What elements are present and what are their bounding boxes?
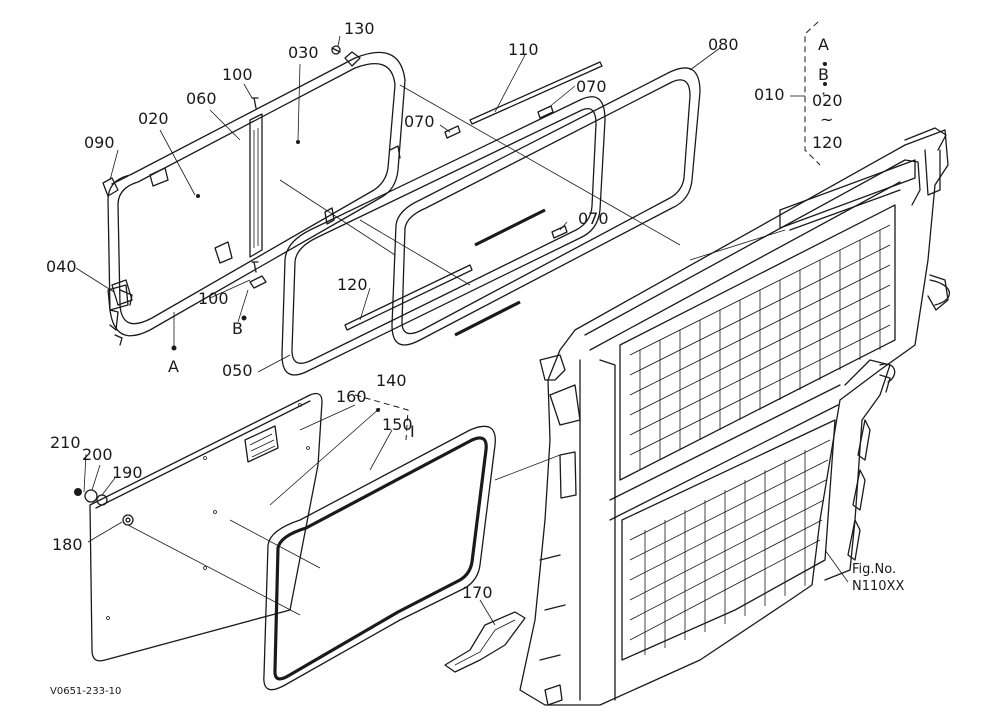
part-070-blocks: [444, 105, 568, 239]
group-list-120: 120: [812, 133, 843, 152]
drawing-code: V0651-233-10: [50, 686, 121, 697]
callout-150-mark: I: [410, 422, 415, 441]
upper-mesh: [629, 224, 891, 470]
figure-label-line2: N110XX: [852, 579, 904, 594]
callout-120: 120: [337, 275, 368, 294]
ref-A: A: [168, 357, 179, 376]
callout-070-right: 070: [578, 209, 609, 228]
part-120-seal: [344, 264, 473, 331]
callout-150: 150: [382, 415, 413, 434]
group-mark-2: ·: [821, 84, 826, 103]
part-190-200-210-fasteners: [74, 488, 108, 506]
callout-110: 110: [508, 40, 539, 59]
part-110-seal: [469, 61, 603, 125]
side-plate: [824, 359, 891, 581]
callout-130: 130: [344, 19, 375, 38]
group-list-A: A: [818, 35, 829, 54]
callout-180: 180: [52, 535, 83, 554]
callout-050: 050: [222, 361, 253, 380]
part-100-screws: [249, 97, 267, 289]
callout-160: 160: [336, 387, 367, 406]
figure-label-line1: Fig.No.: [852, 562, 896, 577]
construction-lines: [127, 84, 786, 616]
part-180-panel: [89, 392, 323, 662]
callout-070-top: 070: [576, 77, 607, 96]
callout-010: 010: [754, 85, 785, 104]
cab-frame: [519, 127, 951, 706]
callout-090: 090: [84, 133, 115, 152]
lower-mesh: [629, 439, 831, 655]
callout-020: 020: [138, 109, 169, 128]
callout-070-left: 070: [404, 112, 435, 131]
group-list-B: B: [818, 65, 829, 84]
callout-140: 140: [376, 371, 407, 390]
callout-060: 060: [186, 89, 217, 108]
part-170-plate: [444, 611, 526, 673]
callout-030: 030: [288, 43, 319, 62]
group-list-020: 020: [812, 91, 843, 110]
callout-100-top: 100: [222, 65, 253, 84]
group-mark-1: ·: [821, 54, 826, 73]
callout-200: 200: [82, 445, 113, 464]
callout-190: 190: [112, 463, 143, 482]
group-list-tilde: ~: [820, 110, 833, 129]
part-130-bolt: [331, 45, 341, 55]
part-020-030-window-frame: [102, 51, 406, 346]
part-150-seal: [263, 425, 496, 691]
callout-170: 170: [462, 583, 493, 602]
part-050-glass: [281, 96, 606, 376]
callout-040: 040: [46, 257, 77, 276]
leader-lines: [75, 35, 849, 626]
part-080-outer-seal: [391, 67, 701, 346]
callout-210: 210: [50, 433, 81, 452]
ref-B: B: [232, 319, 243, 338]
callout-080: 080: [708, 35, 739, 54]
callout-100-bottom: 100: [198, 289, 229, 308]
